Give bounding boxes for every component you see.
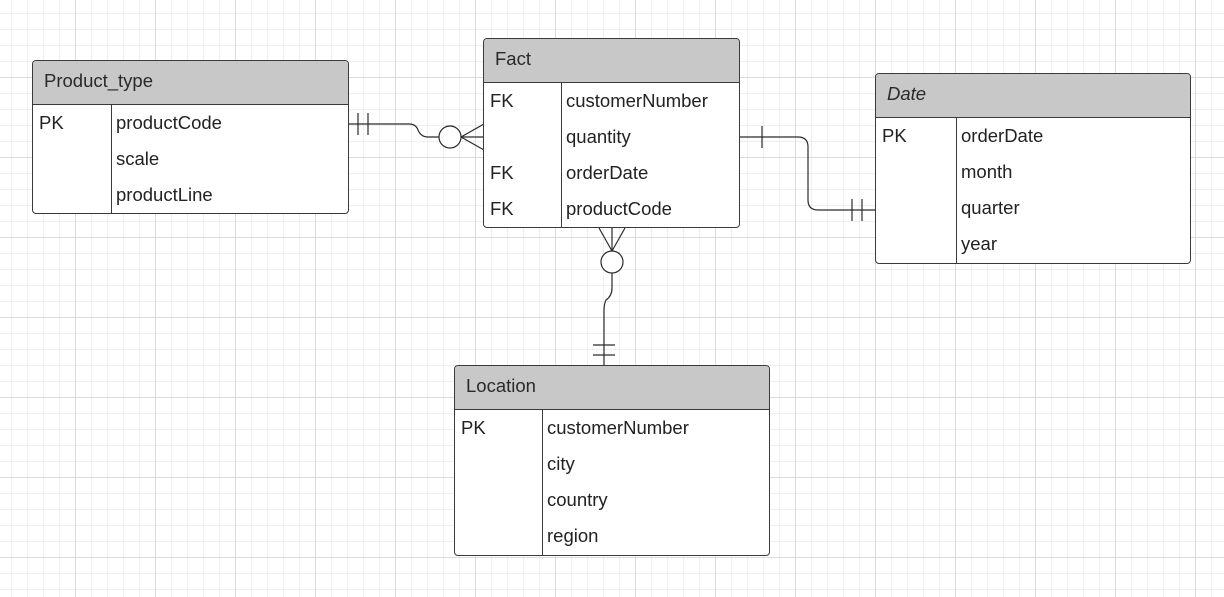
entity-attributes: PK productCode scale productLine	[33, 105, 348, 213]
connector-line	[349, 123, 484, 138]
crowfoot-right	[611, 227, 626, 252]
entity-attributes: FK customerNumber quantity FK orderDate …	[484, 83, 739, 227]
attribute-row[interactable]: quarter	[876, 191, 1190, 227]
attribute-row[interactable]: productLine	[33, 178, 348, 213]
entity-attributes: PK customerNumber city country region	[455, 410, 769, 555]
relationship-fact-date[interactable]	[740, 126, 875, 221]
attribute-name: year	[961, 233, 997, 254]
attribute-name: month	[961, 161, 1013, 182]
key-label: PK	[882, 125, 907, 146]
attribute-name: quantity	[566, 126, 631, 147]
crowfoot-lower	[460, 136, 485, 151]
attribute-row[interactable]: city	[455, 447, 769, 483]
attribute-name: customerNumber	[566, 90, 708, 111]
column-divider	[561, 83, 562, 227]
cardinality-circle-zero	[600, 250, 624, 274]
cardinality-circle-zero	[438, 125, 462, 149]
key-label: PK	[461, 417, 486, 438]
key-label	[876, 227, 956, 263]
entity-location[interactable]: Location PK customerNumber city country …	[454, 365, 770, 556]
key-label: FK	[490, 162, 514, 183]
entity-fact[interactable]: Fact FK customerNumber quantity FK order…	[483, 38, 740, 228]
entity-product-type[interactable]: Product_type PK productCode scale produc…	[32, 60, 349, 214]
key-label	[455, 519, 542, 555]
attribute-name: productLine	[116, 184, 213, 205]
key-label	[484, 120, 561, 156]
relationship-product-type-fact[interactable]	[349, 113, 485, 151]
attribute-name: city	[547, 453, 575, 474]
key-label	[876, 155, 956, 191]
key-label	[455, 447, 542, 483]
attribute-row[interactable]: country	[455, 483, 769, 519]
key-label: FK	[490, 90, 514, 111]
attribute-row[interactable]: FK orderDate	[484, 156, 739, 192]
attribute-row[interactable]: PK productCode	[33, 106, 348, 142]
entity-title: Date	[876, 74, 1190, 118]
entity-title: Fact	[484, 39, 739, 83]
attribute-name: productCode	[566, 198, 672, 219]
attribute-name: quarter	[961, 197, 1020, 218]
attribute-name: orderDate	[566, 162, 649, 183]
entity-date[interactable]: Date PK orderDate month quarter year	[875, 73, 1191, 264]
attribute-row[interactable]: PK customerNumber	[455, 411, 769, 447]
attribute-name: region	[547, 525, 599, 546]
attribute-row[interactable]: PK orderDate	[876, 119, 1190, 155]
attribute-name: customerNumber	[547, 417, 689, 438]
relationship-location-fact[interactable]	[593, 227, 626, 365]
column-divider	[111, 105, 112, 213]
attribute-name: country	[547, 489, 608, 510]
attribute-name: orderDate	[961, 125, 1044, 146]
entity-attributes: PK orderDate month quarter year	[876, 118, 1190, 263]
key-label: FK	[490, 198, 514, 219]
attribute-row[interactable]: FK productCode	[484, 192, 739, 227]
attribute-row[interactable]: region	[455, 519, 769, 555]
column-divider	[542, 410, 543, 555]
entity-title: Product_type	[33, 61, 348, 105]
attribute-row[interactable]: year	[876, 227, 1190, 263]
attribute-name: scale	[116, 148, 160, 169]
attribute-row[interactable]: quantity	[484, 120, 739, 156]
key-label	[33, 178, 111, 213]
crowfoot-upper	[460, 123, 485, 138]
entity-title: Location	[455, 366, 769, 410]
attribute-row[interactable]: scale	[33, 142, 348, 178]
crowfoot-left	[598, 227, 613, 252]
key-label	[876, 191, 956, 227]
attribute-row[interactable]: FK customerNumber	[484, 84, 739, 120]
column-divider	[956, 118, 957, 263]
key-label	[455, 483, 542, 519]
connector-line	[603, 228, 613, 365]
connector-line	[740, 136, 875, 211]
attribute-row[interactable]: month	[876, 155, 1190, 191]
key-label	[33, 142, 111, 178]
key-label: PK	[39, 112, 64, 133]
attribute-name: productCode	[116, 112, 222, 133]
